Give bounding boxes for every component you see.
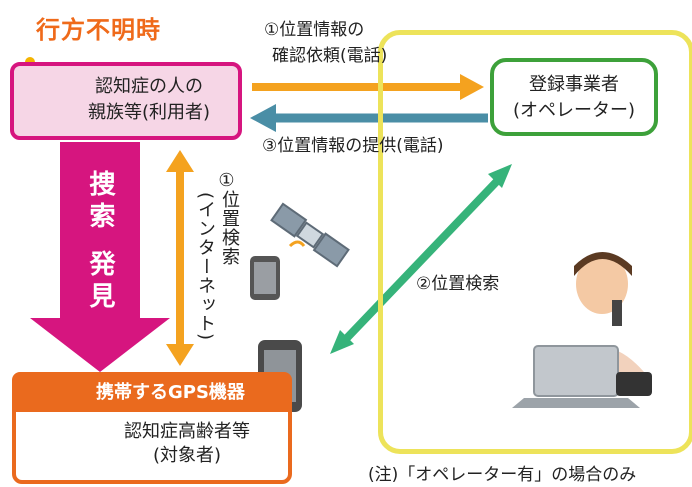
request-label-1: ①位置情報の	[264, 20, 365, 40]
footnote: (注)「オペレーター有」の場合のみ	[368, 465, 637, 485]
gps-device-label: 携帯するGPS機器	[96, 382, 245, 403]
operator-box-text: 登録事業者 (オペレーター)	[490, 72, 658, 124]
search-label: 捜索	[85, 170, 115, 234]
satellite-icon	[270, 202, 350, 268]
gps-band	[12, 372, 292, 412]
page-title: 行方不明時	[36, 16, 161, 44]
user-line-1: 認知症の人の	[95, 76, 203, 97]
provide-label: ③位置情報の提供(電話)	[262, 136, 444, 156]
operator-box	[490, 58, 658, 136]
internet-search-word: 位置検索	[219, 190, 240, 266]
target-box-text: 認知症高齢者等 (対象者)	[92, 420, 282, 468]
internet-search-sub: (インターネット)	[195, 192, 216, 342]
target-line-1: 認知症高齢者等	[124, 421, 250, 442]
internet-search-num: ①	[216, 170, 237, 192]
operator-search-label: ②位置検索	[416, 274, 500, 294]
search-found-arrow	[30, 142, 170, 372]
target-line-2: (対象者)	[152, 445, 222, 466]
found-label: 発見	[85, 250, 115, 314]
operator-service-area	[378, 30, 692, 454]
operator-line-1: 登録事業者	[529, 74, 619, 95]
internet-search-arrow	[166, 150, 194, 366]
operator-line-2: (オペレーター)	[512, 100, 636, 121]
user-box-text: 認知症の人の 親族等(利用者)	[64, 74, 234, 126]
user-line-2: 親族等(利用者)	[87, 102, 211, 123]
operator-search-arrow	[330, 164, 512, 354]
operator-person-icon	[512, 252, 652, 408]
user-box	[10, 62, 242, 140]
request-arrow	[252, 74, 484, 100]
request-label-2: 確認依頼(電話)	[272, 46, 388, 66]
